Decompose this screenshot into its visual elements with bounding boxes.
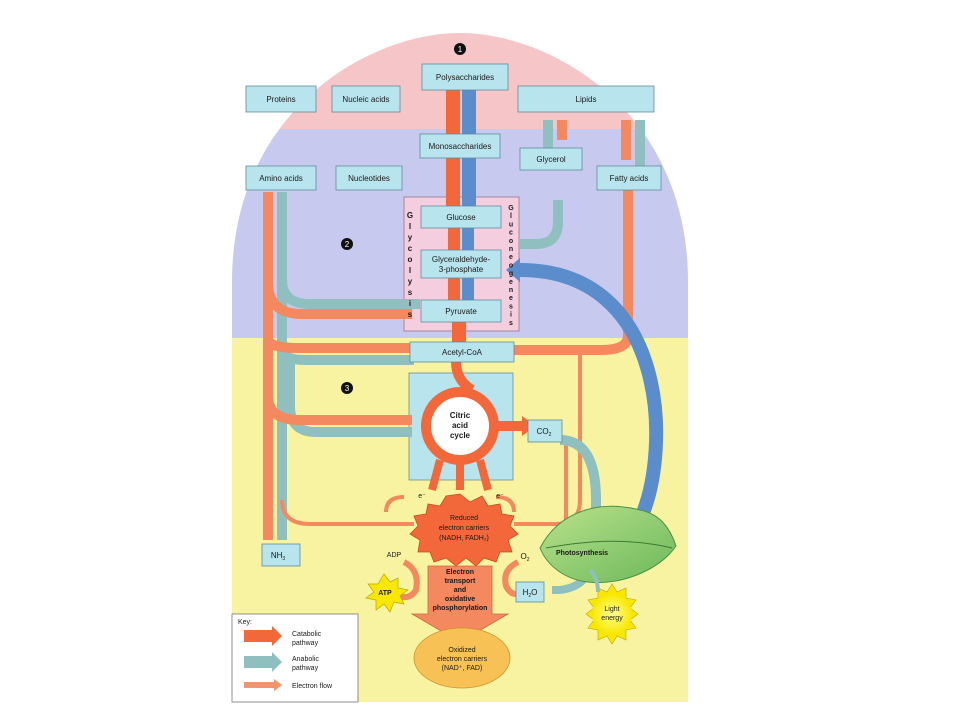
label-nucleotides: Nucleotides	[348, 174, 390, 183]
et-line-3: and	[454, 587, 466, 594]
glyco-letter: G	[407, 211, 413, 220]
o2-h2o-arrow	[502, 559, 520, 597]
light-line-1: Light	[604, 606, 619, 613]
atp-label: ATP	[378, 590, 392, 597]
et-line-2: transport	[445, 578, 476, 585]
oxidized-line-3: (NAD⁺, FAD)	[442, 665, 483, 672]
photosynthesis-blue-arrow	[519, 263, 664, 523]
label-acetyl-coa: Acetyl-CoA	[442, 348, 483, 357]
citric-line-3: cycle	[450, 431, 471, 440]
gluco-letter: e	[509, 295, 513, 302]
citric-line-1: Citric	[450, 411, 471, 420]
label-lipids: Lipids	[576, 95, 597, 104]
label-glucose: Glucose	[446, 213, 476, 222]
oxidized-carriers	[413, 627, 511, 689]
gluco-letter: G	[508, 205, 514, 212]
key-anabolic-2: pathway	[292, 665, 319, 672]
adp-label: ADP	[387, 552, 402, 559]
label-polysaccharides: Polysaccharides	[436, 73, 494, 82]
light-to-leaf-arrow	[588, 568, 600, 593]
adp-atp-arrow	[397, 559, 420, 601]
et-line-5: phosphorylation	[433, 605, 488, 612]
label-g3p-1: Glyceraldehyde-	[432, 255, 491, 264]
key-anabolic-1: Anabolic	[292, 656, 319, 663]
reduced-carriers-starburst	[409, 493, 519, 567]
glyco-letter: s	[408, 310, 413, 319]
gluco-letter: o	[509, 262, 513, 269]
glyco-letter: i	[409, 299, 411, 308]
co2-to-leaf-arrow	[559, 435, 601, 520]
marker-3: 3	[345, 384, 350, 393]
catabolic-lines-left	[263, 192, 412, 540]
glyco-letter: y	[408, 233, 413, 242]
citric-line-2: acid	[452, 421, 468, 430]
label-nh3: NH3	[271, 551, 286, 562]
gluco-letter: u	[509, 221, 513, 228]
key-anabolic-arrow	[244, 652, 282, 672]
glyco-letter: l	[409, 266, 411, 275]
photosynthesis-arrowhead	[506, 258, 520, 282]
label-proteins: Proteins	[266, 95, 295, 104]
label-fatty-acids: Fatty acids	[610, 174, 649, 183]
label-pyruvate: Pyruvate	[445, 307, 477, 316]
label-co2: CO2	[537, 427, 552, 438]
label-monosaccharides: Monosaccharides	[429, 142, 492, 151]
marker-2: 2	[345, 240, 350, 249]
gluco-letter: e	[509, 279, 513, 286]
electron-right: e⁻	[496, 493, 504, 500]
reduced-line-3: (NADH, FADH₂)	[439, 535, 489, 542]
gluco-letter: s	[509, 320, 513, 327]
label-nucleic-acids: Nucleic acids	[342, 95, 389, 104]
key-electron-flow: Electron flow	[292, 683, 333, 690]
atp-starburst	[365, 573, 409, 613]
light-energy-sun	[585, 583, 639, 645]
gluco-letter: o	[509, 238, 513, 245]
reduced-line-1: Reduced	[450, 515, 478, 522]
glyco-letter: l	[409, 222, 411, 231]
step-markers: 1 2 3	[341, 43, 466, 394]
gluco-letter: s	[509, 303, 513, 310]
gluco-letter: n	[509, 246, 513, 253]
label-amino-acids: Amino acids	[259, 174, 303, 183]
electron-transport-arrow	[410, 565, 510, 643]
gluco-letter: l	[510, 213, 512, 220]
boxes	[245, 63, 662, 603]
reduced-line-2: electron carriers	[439, 525, 490, 532]
key-catabolic-1: Catabolic	[292, 631, 322, 638]
key-title: Key:	[238, 619, 252, 626]
gluco-letter: n	[509, 287, 513, 294]
et-line-4: oxidative	[445, 596, 475, 603]
key-electron-arrow	[244, 679, 282, 691]
oxidized-line-1: Oxidized	[448, 647, 475, 654]
et-line-1: Electron	[446, 569, 474, 576]
marker-1: 1	[458, 45, 463, 54]
key-panel: Key: Catabolic pathway Anabolic pathway …	[231, 613, 359, 703]
electron-left: e⁻	[418, 493, 426, 500]
key-catabolic-arrow	[244, 626, 282, 646]
leaf-vein	[545, 540, 673, 549]
gluco-letter: g	[509, 271, 513, 278]
glyco-letter: s	[408, 288, 413, 297]
glyco-letter: c	[408, 244, 413, 253]
glyco-letter: o	[408, 255, 413, 264]
glyco-letter: y	[408, 277, 413, 286]
label-o2: O2	[520, 552, 529, 563]
label-glycerol: Glycerol	[536, 155, 566, 164]
gluco-letter: e	[509, 254, 513, 261]
gluco-letter: i	[510, 312, 512, 319]
light-line-2: energy	[601, 615, 623, 622]
leaf	[539, 505, 677, 584]
label-h2o: H2O	[523, 588, 538, 599]
photosynthesis-label: Photosynthesis	[556, 550, 608, 557]
oxidized-line-2: electron carriers	[437, 656, 488, 663]
central-arrows	[446, 90, 476, 344]
citric-acid-cycle	[421, 361, 536, 492]
gluco-letter: c	[509, 230, 513, 237]
key-catabolic-2: pathway	[292, 640, 319, 647]
label-g3p-2: 3-phosphate	[439, 265, 484, 274]
